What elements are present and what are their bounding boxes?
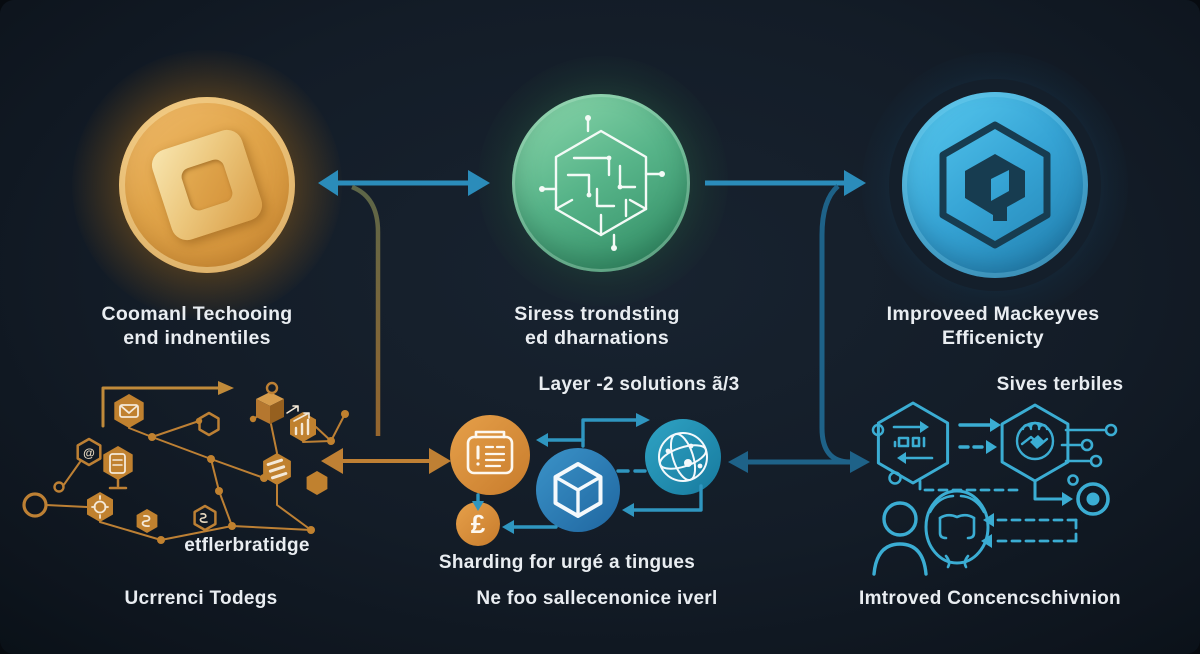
at-hexagon-icon: [76, 437, 102, 467]
pound-symbol: £: [471, 509, 486, 539]
users-icon: [872, 489, 990, 576]
consensus-label: Imtroved Concencschivnion: [859, 588, 1121, 609]
cluster-arrows: [476, 418, 703, 529]
sharding-label: Sharding for urgé a tingues: [438, 552, 696, 573]
globe-circle: [645, 419, 721, 495]
circle-node: [22, 492, 48, 518]
arrow-block-hex: [705, 170, 866, 196]
handshake-hexagon-icon: [1000, 403, 1070, 483]
coin-label-line1: Coomanl Techooing: [101, 303, 293, 325]
arrow-network-top: [101, 381, 234, 428]
block-label-line2: ed dharnations: [525, 327, 669, 349]
globe-icon: [658, 432, 708, 482]
hex-label: Improveed Mackeyves Efficenicty: [833, 302, 1153, 350]
arrow-coin-block: [318, 170, 490, 196]
arrow-network-document: [321, 448, 451, 474]
bridge-label: etflerbratidge: [184, 535, 310, 556]
document-hexagon-icon: [103, 446, 133, 480]
target-icon: [1076, 482, 1110, 516]
document-circle: [450, 415, 530, 495]
hexlogo-node: [902, 92, 1088, 278]
coin-label: Coomanl Techooing end indnentiles: [37, 302, 357, 350]
consensus-cluster: [871, 401, 1118, 576]
hexagon-node: [193, 504, 217, 532]
pound-coin-icon: [456, 502, 500, 546]
envelope-hexagon-icon: [114, 394, 144, 428]
layer2-label: Layer -2 solutions ã/3: [538, 374, 740, 395]
box-icon: [256, 392, 284, 424]
exchange-hexagon-icon: [876, 401, 950, 485]
block-node: [512, 94, 690, 272]
sives-label: Sives terbiles: [996, 374, 1124, 395]
network-diagram: @: [22, 381, 451, 544]
gear-hexagon-icon: [87, 492, 113, 522]
symbol-hexagon-icon: [136, 509, 158, 533]
chart-hexagon-icon: [290, 412, 316, 442]
circuit-cube-icon: [539, 115, 665, 251]
stripes-hexagon-icon: [263, 453, 291, 485]
coin-label-line2: end indnentiles: [123, 327, 271, 349]
at-symbol: @: [83, 446, 95, 460]
hex-label-line2: Efficenicty: [942, 327, 1044, 349]
hexagon-node: [198, 411, 220, 437]
cube-circle: [536, 448, 620, 532]
block-label: Siress trondsting ed dharnations: [437, 302, 757, 350]
hex-logo-icon: [939, 121, 1051, 249]
fees-label: Ne foo sallecenonice iverl: [476, 588, 718, 609]
hex-label-line1: Improveed Mackeyves: [886, 303, 1100, 325]
hexagon-node: [306, 471, 328, 495]
sharding-cluster: £: [450, 413, 721, 546]
coin-node: [119, 97, 295, 273]
coin-hole: [179, 157, 235, 213]
block-label-line1: Siress trondsting: [514, 303, 680, 325]
cube-icon: [553, 462, 603, 518]
document-icon: [466, 430, 514, 475]
currency-label: Ucrrenci Todegs: [124, 588, 278, 609]
handshake-icon: [1015, 421, 1055, 461]
coin-icon: [147, 125, 267, 245]
